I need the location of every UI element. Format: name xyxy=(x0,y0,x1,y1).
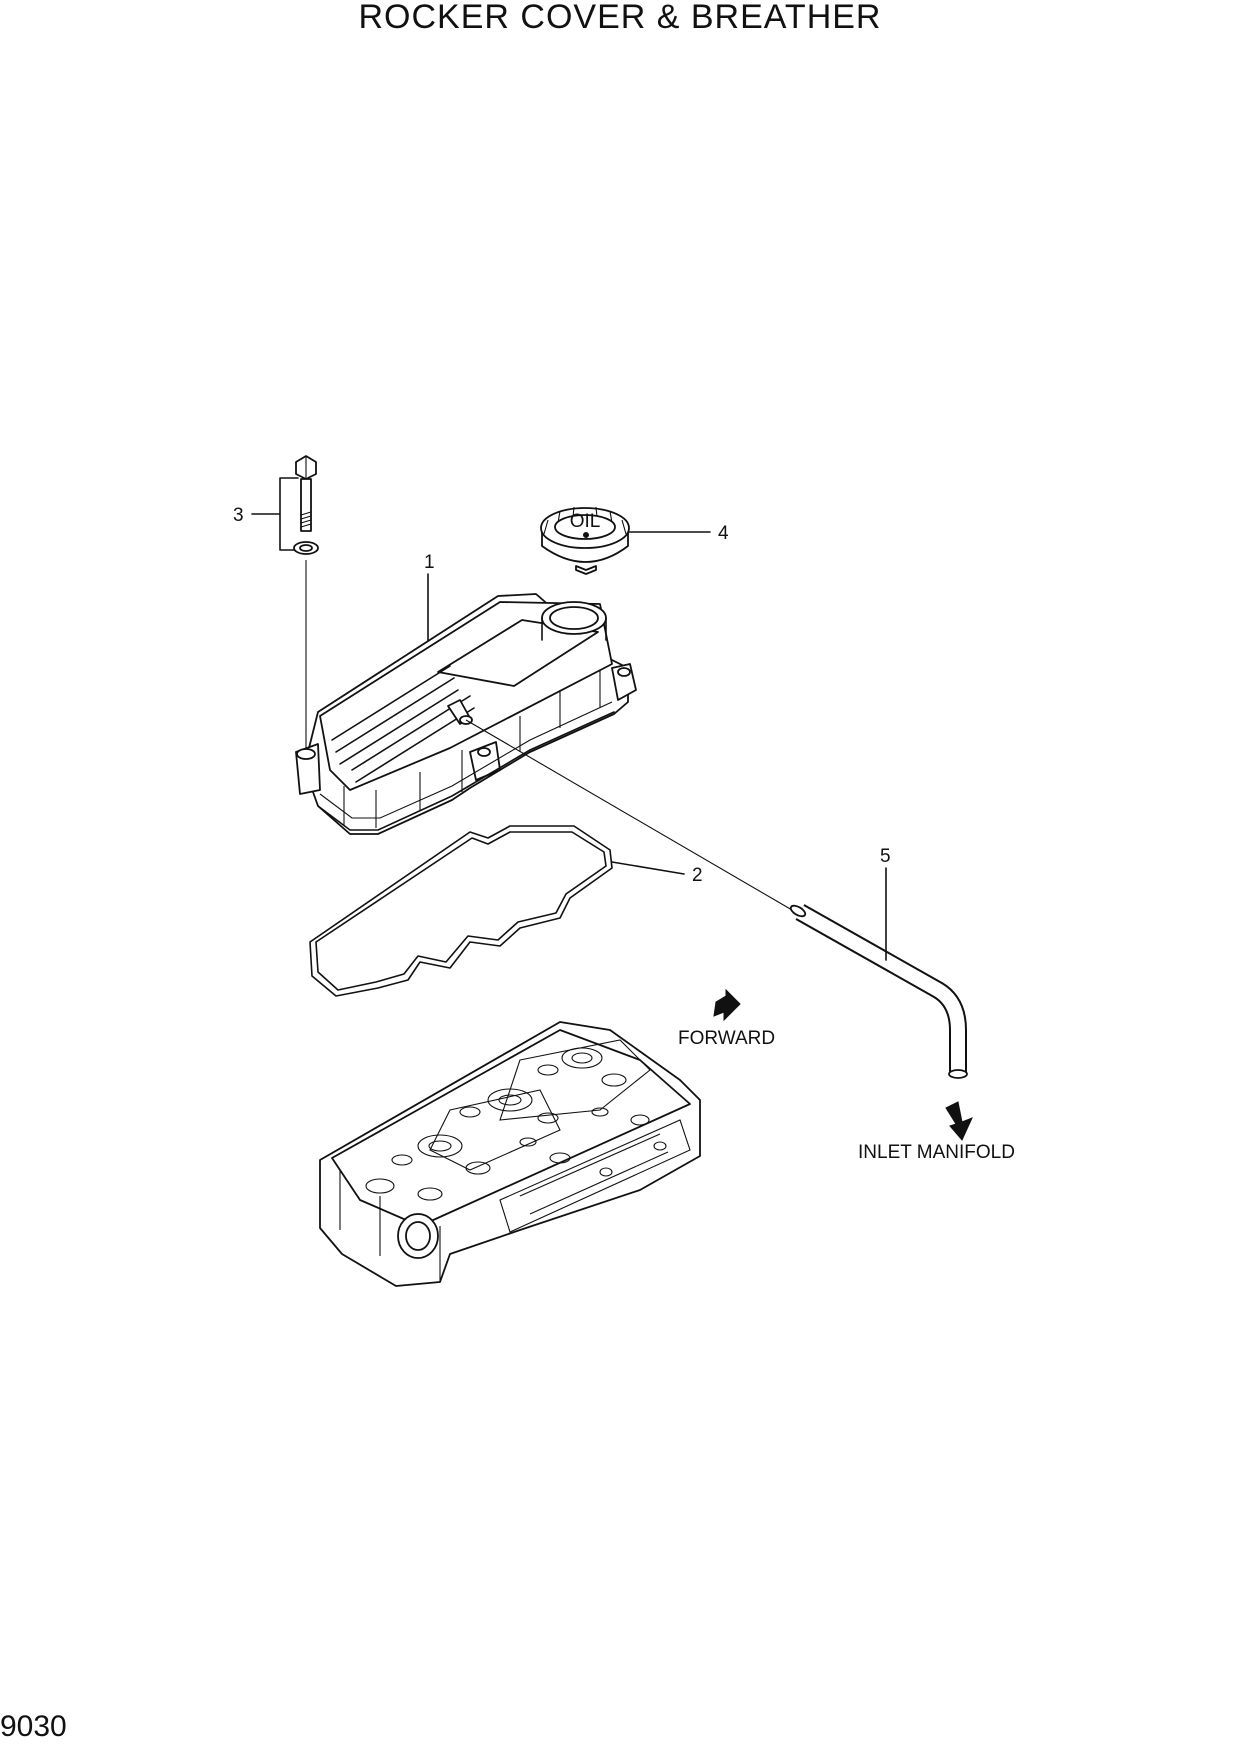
forward-label: FORWARD xyxy=(678,1028,775,1049)
inlet-manifold-label: INLET MANIFOLD xyxy=(858,1142,1015,1163)
bolt-and-washer-part xyxy=(251,455,319,752)
callout-1: 1 xyxy=(424,552,435,573)
page-number: 9030 xyxy=(0,1710,67,1743)
cylinder-head-reference xyxy=(319,1021,701,1287)
inlet-manifold-arrow-icon xyxy=(945,1101,973,1141)
rocker-cover-part xyxy=(295,573,793,911)
callout-4: 4 xyxy=(718,523,729,544)
rocker-cover-gasket-part xyxy=(309,825,685,997)
callout-2: 2 xyxy=(692,865,703,886)
diagram-title: ROCKER COVER & BREATHER xyxy=(358,0,882,36)
forward-arrow-icon xyxy=(713,988,741,1022)
callout-3: 3 xyxy=(233,505,244,526)
oil-filler-cap-part: OIL xyxy=(540,506,711,575)
breather-hose-part xyxy=(789,867,968,1079)
oil-cap-label: OIL xyxy=(570,511,601,532)
callout-5: 5 xyxy=(880,846,891,867)
